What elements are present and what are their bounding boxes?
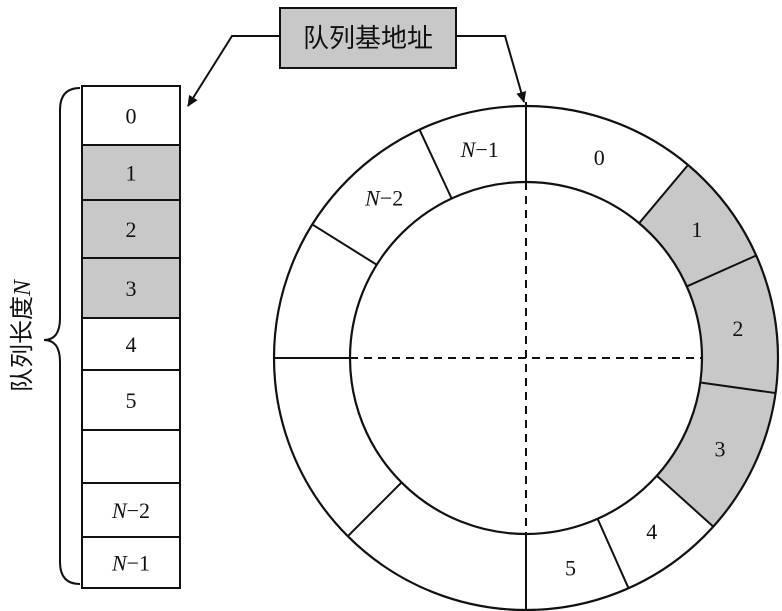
segment-divider (638, 164, 689, 224)
circular-queue-segment (656, 382, 776, 527)
circular-queue-segment (312, 129, 452, 265)
segment-divider (347, 481, 403, 537)
linear-queue-cell: 0 (81, 85, 181, 146)
linear-queue-cell-label: N−1 (111, 551, 150, 576)
queue-length-var: N (10, 278, 36, 297)
circular-queue-segment (526, 518, 629, 610)
linear-queue-cell-box (81, 199, 181, 259)
queue-length-prefix: 队列长度 (8, 296, 36, 392)
circular-queue-segment (347, 482, 526, 610)
circular-queue-segment (639, 164, 757, 287)
segment-divider (596, 518, 630, 589)
arrow-to-linear-queue (187, 35, 280, 107)
linear-queue-cell-label: 3 (126, 276, 137, 301)
linear-queue-cell-box (81, 317, 181, 371)
linear-queue-cell (81, 429, 181, 484)
circular-queue-segment (419, 106, 526, 199)
circular-queue-segment-label: 3 (714, 436, 725, 461)
linear-queue-cell-label: 4 (126, 332, 137, 357)
circular-queue-segment-label: 5 (565, 555, 576, 580)
linear-queue-cell-label: N−2 (111, 498, 150, 523)
segment-divider (686, 254, 757, 288)
circular-queue-segment (274, 224, 377, 358)
linear-queue-cell: 4 (81, 317, 181, 371)
circular-queue-segment-label: 4 (646, 519, 657, 544)
linear-queue-cell-box (81, 429, 181, 484)
linear-queue-cell: 1 (81, 144, 181, 201)
circular-queue-segment-label: 2 (732, 316, 743, 341)
circular-queue-segment (686, 255, 779, 394)
linear-queue-cell: N−1 (81, 536, 181, 589)
linear-queue-cell-label: 0 (126, 104, 137, 129)
segment-divider (700, 381, 776, 395)
queue-length-label: 队列长度N (8, 278, 36, 392)
circular-queue-segment (526, 106, 688, 224)
segment-divider (418, 129, 453, 199)
arrow-to-circular-queue (456, 35, 527, 103)
circular-queue-segment-label: N−1 (460, 137, 499, 162)
linear-queue-cell-label: 2 (126, 217, 137, 242)
linear-queue-cell-box (81, 85, 181, 146)
segment-divider (311, 223, 378, 266)
circular-queue-segment-label: N−2 (364, 186, 403, 211)
base-address-label: 队列基地址 (303, 24, 433, 54)
linear-queue-cell: N−2 (81, 482, 181, 538)
circular-queue-segment-label: 0 (594, 145, 605, 170)
linear-queue: 0 1 2 3 4 5N−2N−1 (81, 85, 181, 589)
linear-queue-cell: 5 (81, 369, 181, 431)
circular-queue-segment (597, 475, 714, 589)
linear-queue-cell-box (81, 536, 181, 589)
segment-divider (656, 475, 714, 528)
linear-queue-cell-label: 5 (126, 388, 137, 413)
base-address-box: 队列基地址 (279, 7, 457, 69)
queue-length-brace (43, 87, 81, 585)
circular-queue-segment (274, 358, 402, 537)
linear-queue-cell: 2 (81, 199, 181, 259)
circular-queue: 0 1 2 3 4 5 N−2 N−1 (272, 102, 780, 611)
linear-queue-cell-box (81, 482, 181, 538)
linear-queue-cell: 3 (81, 257, 181, 319)
circular-queue-segment-label: 1 (691, 217, 702, 242)
linear-queue-cell-label: 1 (126, 161, 137, 186)
